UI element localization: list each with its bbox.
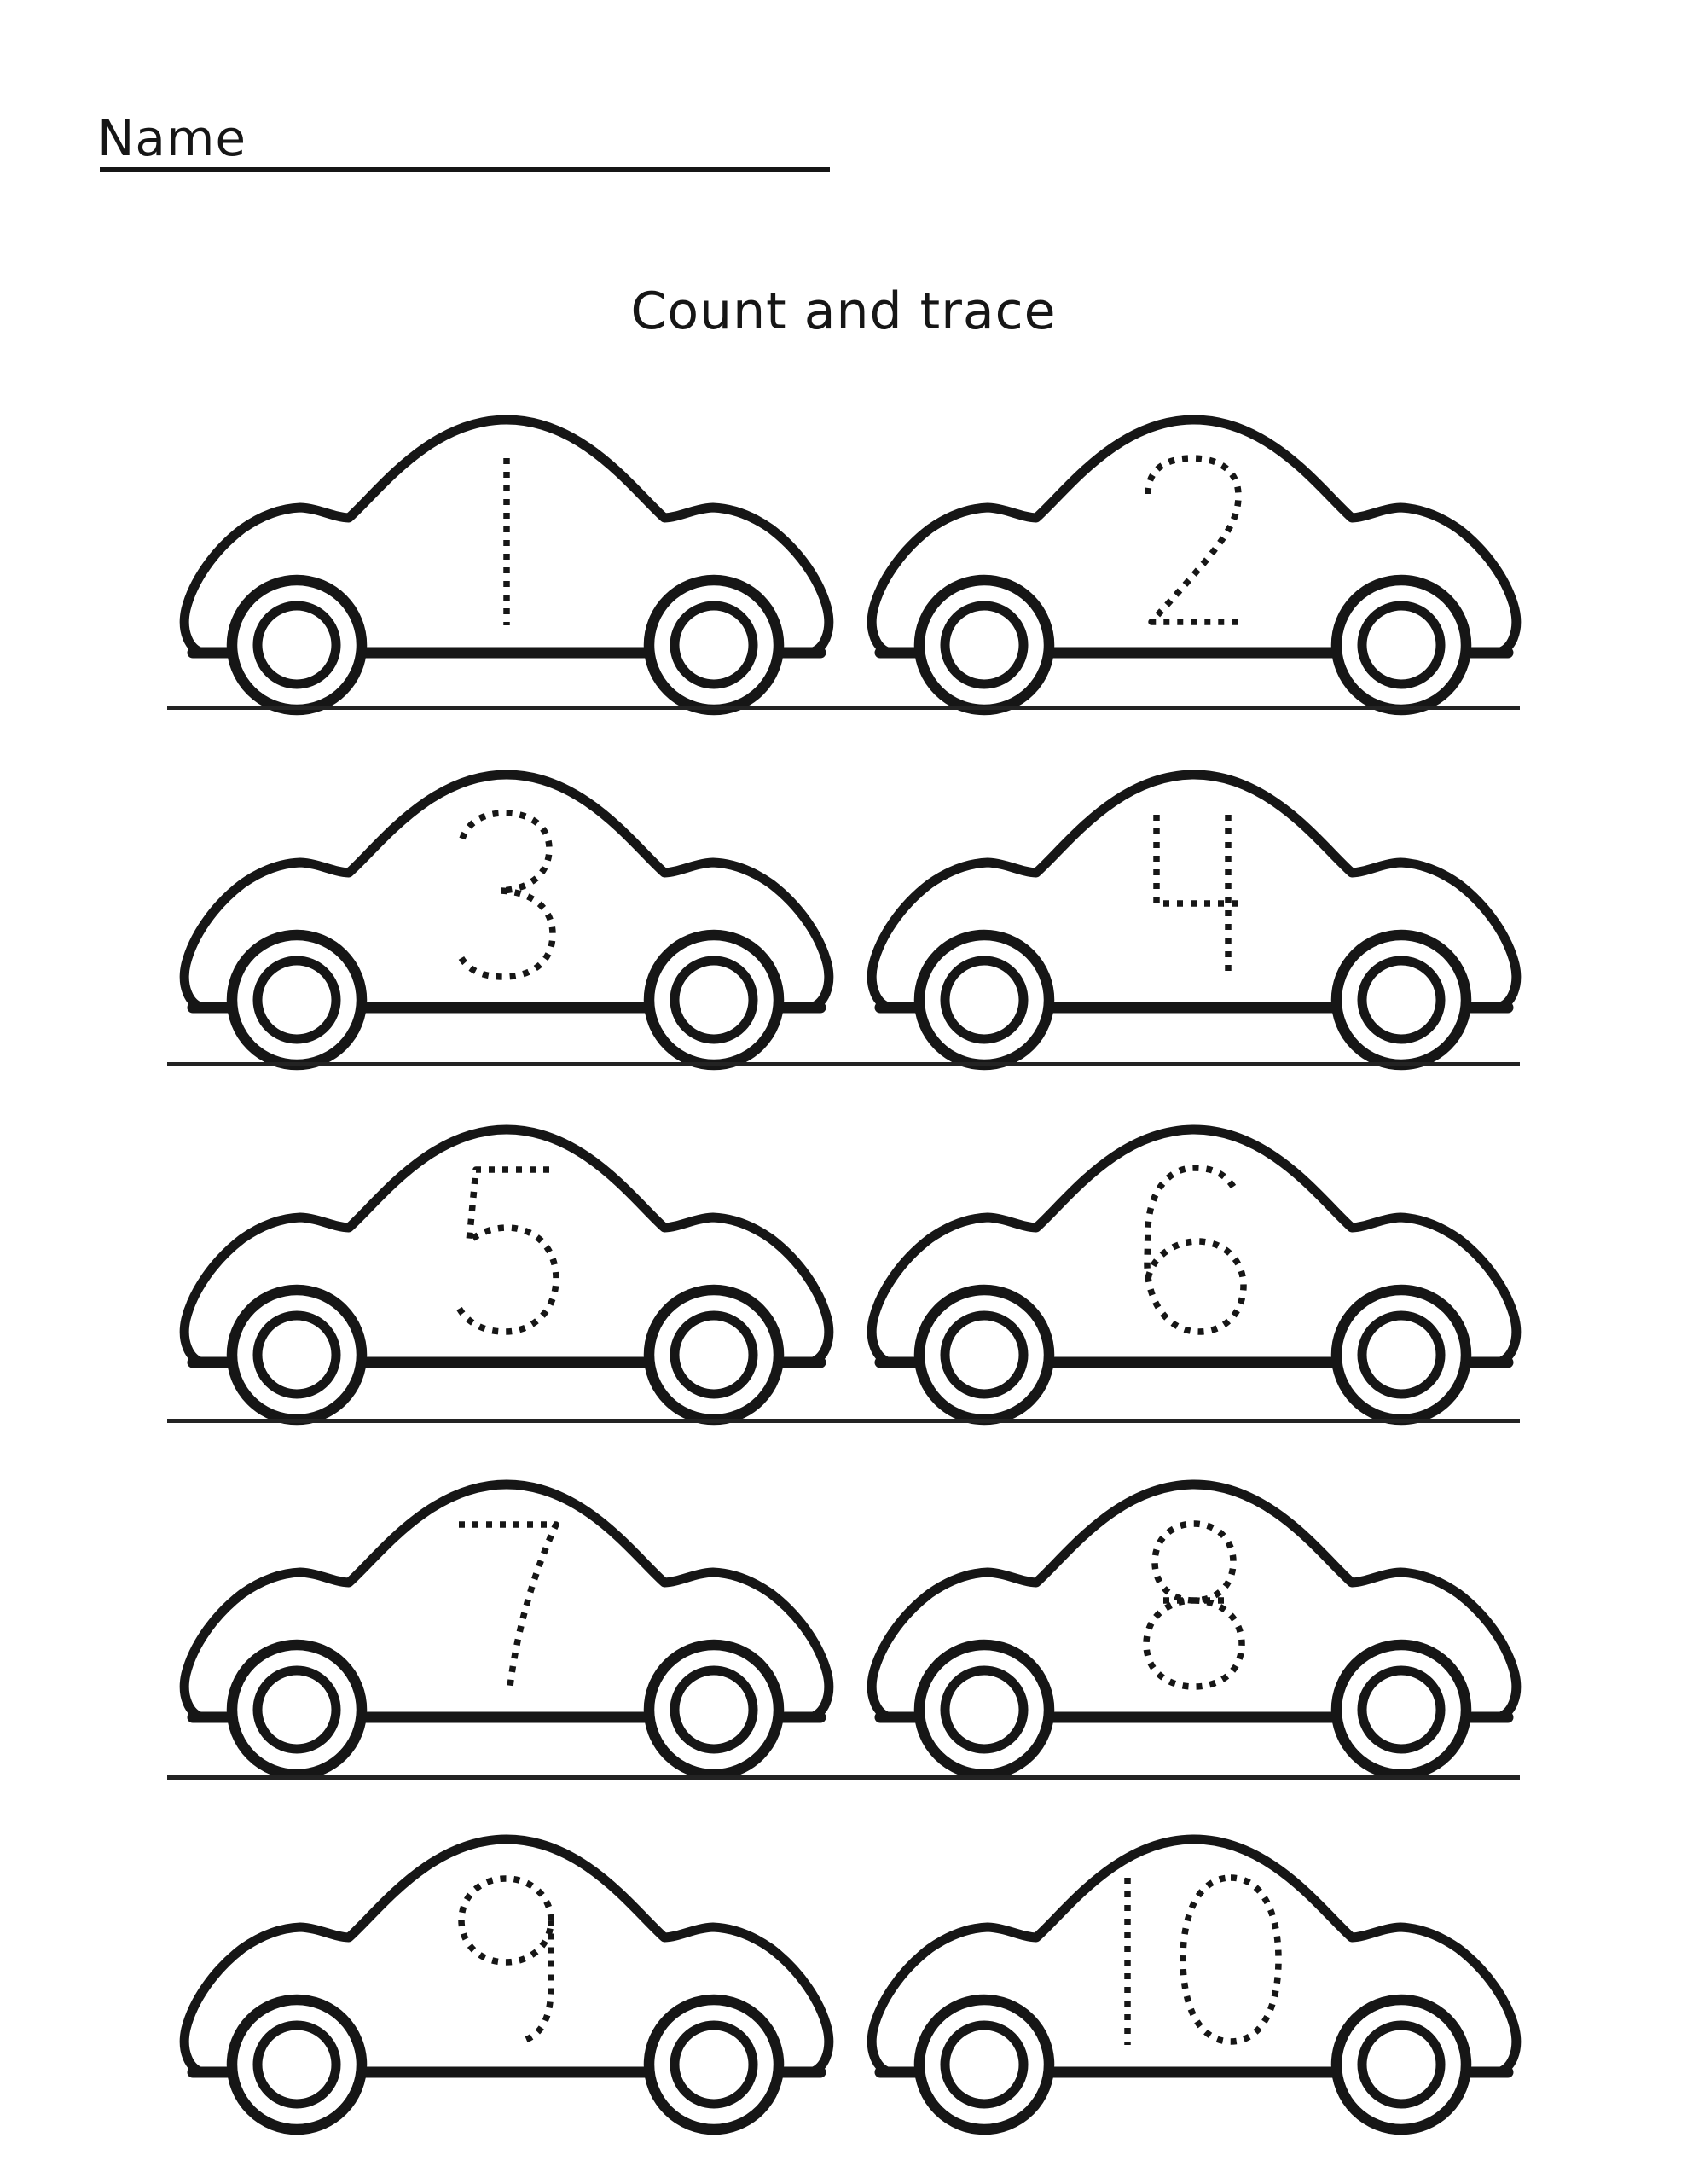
trace-number [1145, 455, 1242, 625]
page-title: Count and trace [630, 282, 1057, 341]
front-wheel-hub [252, 1665, 341, 1754]
row-separator [167, 1419, 1520, 1423]
name-underline [100, 167, 830, 172]
trace-number [1144, 1165, 1247, 1335]
car-graphic-1 [179, 415, 834, 716]
car-graphic-7 [179, 1479, 834, 1780]
trace-number [455, 1166, 559, 1335]
front-wheel-hub [940, 2020, 1029, 2109]
car-graphic-6 [867, 1124, 1522, 1426]
front-wheel-hub [940, 956, 1029, 1044]
rear-wheel-hub [1357, 1665, 1446, 1754]
car-graphic-9 [179, 1834, 834, 2135]
front-wheel-hub [252, 956, 341, 1044]
row-separator [167, 1775, 1520, 1780]
trace-number [1143, 1520, 1245, 1690]
rear-wheel-hub [1357, 601, 1446, 689]
row-separator [167, 1062, 1520, 1066]
rear-wheel-hub [670, 1665, 758, 1754]
front-wheel-hub [940, 601, 1029, 689]
car-graphic-2 [867, 415, 1522, 716]
car-graphic-4 [867, 770, 1522, 1071]
rear-wheel-hub [1357, 1310, 1446, 1399]
rear-wheel-hub [670, 1310, 758, 1399]
car-graphic-10 [867, 1834, 1522, 2135]
rear-wheel-hub [1357, 956, 1446, 1044]
trace-number [1153, 815, 1240, 979]
front-wheel-hub [252, 2020, 341, 2109]
car-graphic-8 [867, 1479, 1522, 1780]
trace-number [1124, 1874, 1282, 2045]
front-wheel-hub [252, 1310, 341, 1399]
car-graphic-5 [179, 1124, 834, 1426]
rear-wheel-hub [670, 601, 758, 689]
row-separator [167, 706, 1520, 710]
car-graphic-3 [179, 770, 834, 1071]
front-wheel-hub [940, 1665, 1029, 1754]
rear-wheel-hub [670, 956, 758, 1044]
front-wheel-hub [252, 601, 341, 689]
rear-wheel-hub [1357, 2020, 1446, 2109]
name-label: Name [97, 109, 247, 167]
front-wheel-hub [940, 1310, 1029, 1399]
rear-wheel-hub [670, 2020, 758, 2109]
